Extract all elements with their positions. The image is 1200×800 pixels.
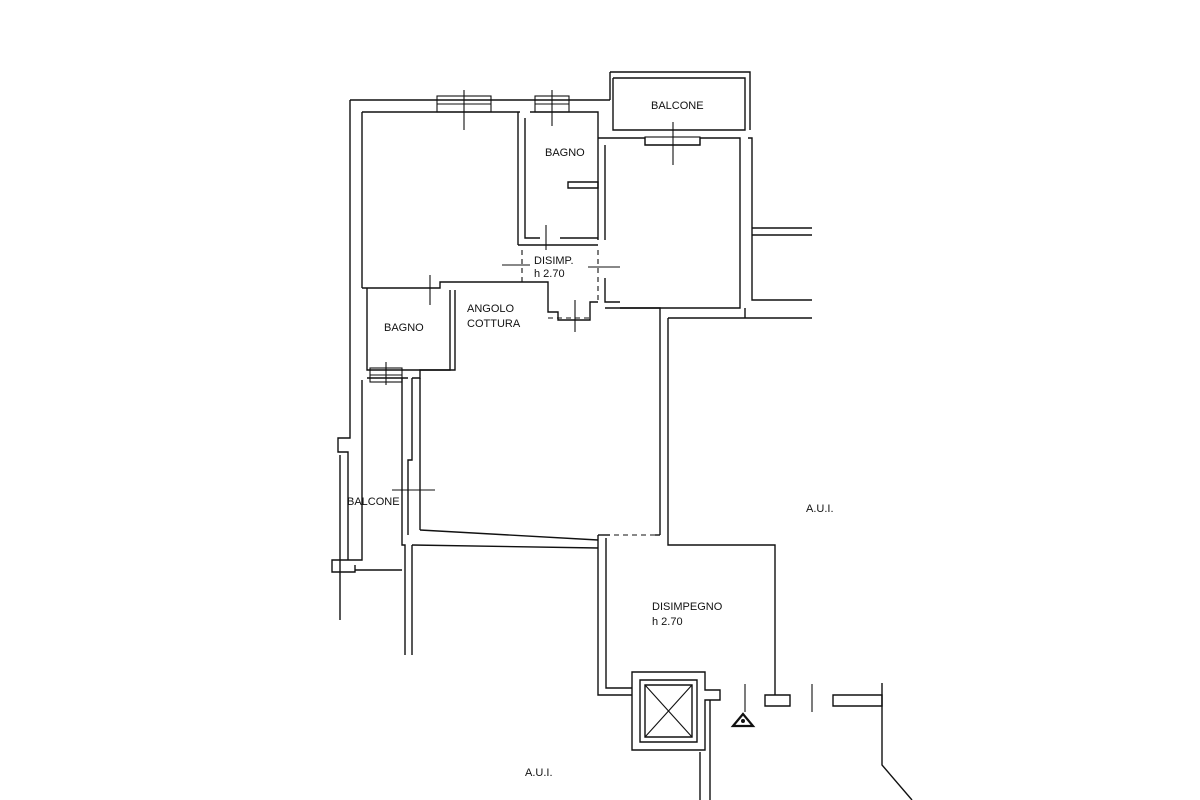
- outer-walls: [331, 71, 913, 800]
- label-disimp: DISIMP.: [534, 255, 574, 267]
- label-bagno-top: BAGNO: [545, 147, 585, 159]
- label-angolo: ANGOLO: [467, 303, 515, 315]
- elevator-shaft-icon: [644, 684, 693, 738]
- label-balcone-left: BALCONE: [347, 496, 400, 508]
- north-arrow-icon: [730, 712, 756, 728]
- label-balcone-top: BALCONE: [651, 100, 704, 112]
- label-disimpegno-height: h 2.70: [652, 616, 683, 628]
- label-disimpegno: DISIMPEGNO: [652, 601, 723, 613]
- label-aui-bottom: A.U.I.: [525, 767, 553, 779]
- label-cottura: COTTURA: [467, 318, 521, 330]
- door-marks: [392, 225, 813, 712]
- dashed-openings: [521, 250, 660, 536]
- label-aui-right: A.U.I.: [806, 503, 834, 515]
- label-bagno-left: BAGNO: [384, 322, 424, 334]
- room-labels: BALCONE BAGNO DISIMP. h 2.70 ANGOLO COTT…: [347, 100, 834, 779]
- windows: [369, 90, 701, 385]
- label-disimp-height: h 2.70: [534, 268, 565, 280]
